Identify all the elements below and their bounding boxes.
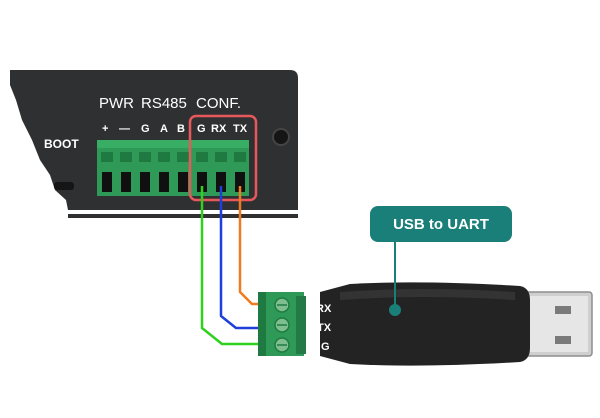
terminal-port (197, 172, 207, 192)
pin-label: B (177, 123, 185, 135)
adapter-pin-label: TX (317, 322, 332, 334)
screw-hole (272, 128, 290, 146)
adapter-body (320, 282, 530, 366)
callout-box (370, 206, 512, 242)
terminal-port (102, 172, 112, 192)
callout-label: USB to UART (393, 216, 489, 233)
adapter-pin-label: RX (316, 303, 332, 315)
terminal-port (121, 172, 131, 192)
adapter-pin-label: G (321, 341, 330, 353)
pin-label: — (119, 123, 130, 135)
pin-label: + (102, 123, 108, 135)
pwr-label: PWR (99, 95, 134, 112)
conf-label: CONF. (196, 95, 241, 112)
wire-g-to-g (200, 186, 266, 346)
callout-dot (389, 304, 401, 316)
device-edge (68, 214, 298, 218)
usb-uart-callout: USB to UART (370, 206, 512, 316)
terminal-port (140, 172, 150, 192)
device-terminal-block (97, 140, 249, 196)
terminal-port (178, 172, 188, 192)
usb-plug (519, 291, 593, 357)
boot-slot (54, 182, 74, 190)
terminal-body (97, 140, 249, 196)
terminal-port (216, 172, 226, 192)
pin-label: TX (233, 123, 248, 135)
device-board: BOOT PWR RS485 CONF. + — G A B G RX TX (10, 70, 298, 218)
pin-label: RX (211, 123, 227, 135)
pin-label: G (141, 123, 150, 135)
pin-label: A (160, 123, 168, 135)
pin-label: G (197, 123, 206, 135)
wire-rx-to-tx (219, 186, 266, 330)
usb-uart-adapter: RX TX G (258, 282, 593, 366)
conf-highlight-box (188, 114, 258, 202)
terminal-port (159, 172, 169, 192)
boot-label: BOOT (44, 137, 79, 151)
rs485-label: RS485 (141, 95, 187, 112)
terminal-port (235, 172, 245, 192)
adapter-terminal-block (258, 292, 306, 356)
